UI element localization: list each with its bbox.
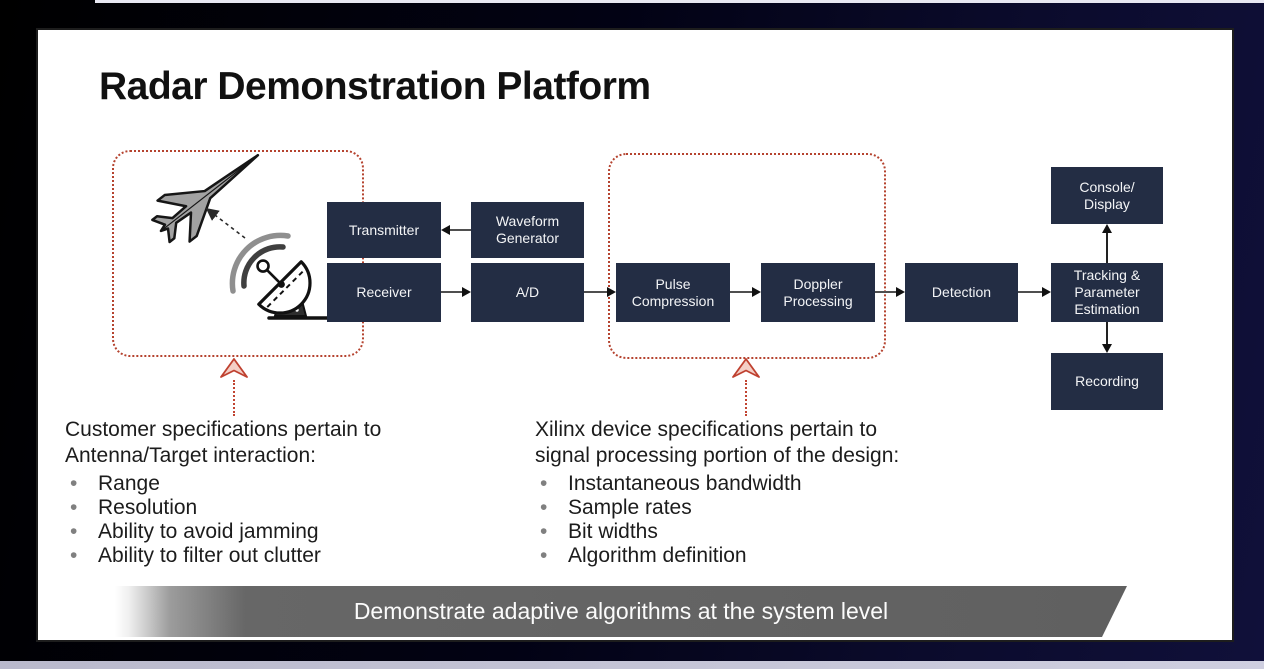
frame-bottom-edge [0, 661, 1264, 669]
customer-specs-heading: Customer specifications pertain to Anten… [65, 418, 382, 467]
block-console-display: Console/ Display [1051, 167, 1163, 224]
list-item: Sample rates [535, 496, 899, 520]
radar-target-illustration [151, 153, 343, 320]
xilinx-specs-list: Instantaneous bandwidth Sample rates Bit… [535, 472, 899, 568]
block-receiver: Receiver [327, 263, 441, 322]
block-doppler-processing: Doppler Processing [761, 263, 875, 322]
block-tracking-parameter-estimation: Tracking & Parameter Estimation [1051, 263, 1163, 322]
page-title: Radar Demonstration Platform [99, 65, 651, 108]
list-item: Ability to avoid jamming [65, 520, 381, 544]
dashed-arrow [205, 208, 246, 239]
list-item: Bit widths [535, 520, 899, 544]
block-ad-converter: A/D [471, 263, 584, 322]
customer-specs-list: Range Resolution Ability to avoid jammin… [65, 472, 381, 568]
xilinx-specs-heading: Xilinx device specifications pertain to … [535, 418, 900, 467]
slide: Radar Demonstration Platform [38, 30, 1232, 640]
xilinx-specs: Xilinx device specifications pertain to … [535, 417, 899, 568]
callout-leader-customer [233, 380, 235, 416]
list-item: Resolution [65, 496, 381, 520]
frame-top-edge [95, 0, 1264, 3]
customer-specs: Customer specifications pertain to Anten… [65, 417, 381, 568]
list-item: Algorithm definition [535, 544, 899, 568]
block-transmitter: Transmitter [327, 202, 441, 258]
list-item: Instantaneous bandwidth [535, 472, 899, 496]
block-waveform-generator: Waveform Generator [471, 202, 584, 258]
summary-banner: Demonstrate adaptive algorithms at the s… [115, 586, 1127, 637]
block-recording: Recording [1051, 353, 1163, 410]
block-detection: Detection [905, 263, 1018, 322]
list-item: Range [65, 472, 381, 496]
radar-signal-arcs-icon [229, 232, 291, 294]
signal-processing-outline [608, 153, 886, 359]
aircraft-icon [151, 153, 260, 244]
block-pulse-compression: Pulse Compression [616, 263, 730, 322]
callout-arrow-xilinx [732, 358, 760, 378]
radar-dish-icon [256, 259, 343, 320]
list-item: Ability to filter out clutter [65, 544, 381, 568]
callout-leader-xilinx [745, 380, 747, 416]
callout-arrow-customer [220, 358, 248, 378]
